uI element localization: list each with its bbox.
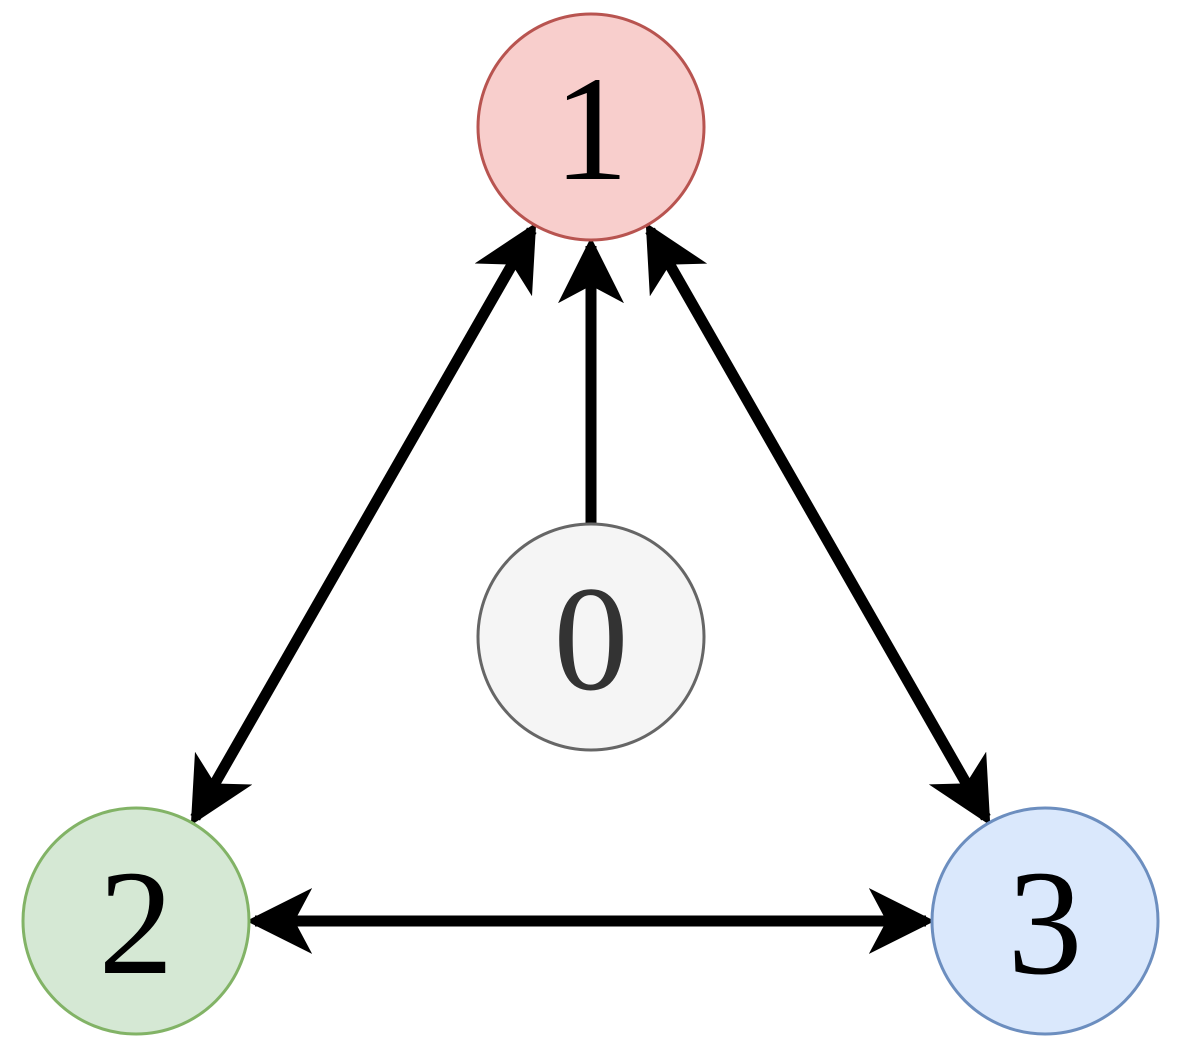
edges-layer: [190, 222, 991, 954]
node-1-circle: [476, 12, 706, 242]
node-1: 1: [476, 12, 706, 242]
node-3-label: 3: [1008, 840, 1083, 1006]
node-3: 3: [930, 806, 1160, 1036]
node-3-circle: [930, 806, 1160, 1036]
node-2-label: 2: [99, 840, 174, 1006]
node-1-label: 1: [554, 46, 629, 212]
edge-1-to-2: [190, 222, 537, 826]
node-2: 2: [21, 806, 251, 1036]
node-2-circle: [21, 806, 251, 1036]
node-0-circle: [476, 522, 706, 752]
node-0-label: 0: [554, 556, 629, 722]
node-0: 0: [476, 522, 706, 752]
edge-1-to-3: [645, 222, 991, 826]
